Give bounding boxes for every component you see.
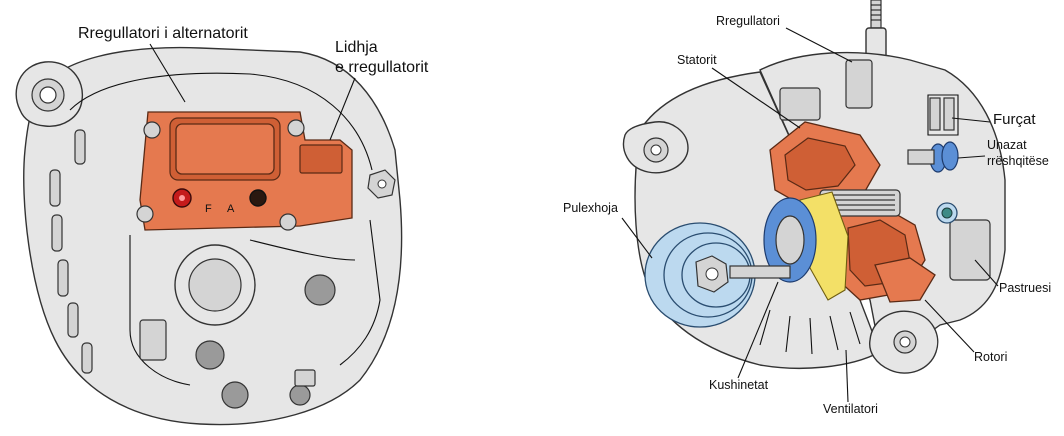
- right-diagram-labels: Rregullatori Statorit Furçat Unazat rrës…: [563, 14, 1051, 416]
- label-fan: Ventilatori: [823, 402, 878, 416]
- label-stator: Statorit: [677, 53, 717, 67]
- label-connector-line1: Lidhja: [335, 39, 378, 56]
- leader-slip-rings: [957, 155, 986, 159]
- leader-connector: [329, 77, 356, 141]
- label-brushes: Furçat: [993, 111, 1036, 128]
- terminal-a-label: A: [227, 203, 235, 215]
- label-regulator-right: Rregullatori: [716, 14, 780, 28]
- rectifier: [936, 202, 991, 281]
- leader-regulator-left: [149, 43, 186, 103]
- label-regulator-left: Rregullatori i alternatorit: [78, 25, 248, 42]
- leader-regulator-right: [785, 27, 853, 63]
- leader-rectifier: [974, 259, 999, 287]
- label-rotor: Rotori: [974, 350, 1007, 364]
- pulley: [644, 222, 756, 328]
- rotor: [819, 189, 936, 303]
- front-bearing: [763, 197, 817, 283]
- terminal-a-dark: [249, 189, 267, 207]
- leader-pulley: [621, 217, 653, 259]
- stator: [769, 87, 881, 211]
- label-rectifier: Pastruesi: [999, 281, 1051, 295]
- terminal-f-label: F: [205, 203, 212, 215]
- leader-brushes: [951, 117, 991, 123]
- slip-rings: [907, 141, 959, 173]
- label-connector-line2: e rregullatorit: [335, 59, 429, 76]
- voltage-regulator-left: F A: [136, 111, 353, 231]
- leader-rotor: [924, 299, 975, 353]
- vent-slots: [49, 129, 93, 374]
- screw-top-left: [143, 121, 161, 139]
- leader-stator: [711, 67, 801, 129]
- screw-top-right: [287, 119, 305, 137]
- voltage-regulator-right: [845, 59, 873, 109]
- leader-bearings: [737, 281, 779, 379]
- label-slip-rings-2: rrëshqitëse: [987, 154, 1049, 168]
- leader-fan: [845, 349, 849, 403]
- right-alternator-diagram: [622, 0, 1006, 374]
- screw-bottom-right: [279, 213, 297, 231]
- label-slip-rings-1: Unazat: [987, 138, 1027, 152]
- label-pulley: Pulexhoja: [563, 201, 618, 215]
- brushes: [927, 94, 959, 136]
- screw-bottom-left: [136, 205, 154, 223]
- alternator-housing-rear: [15, 46, 403, 426]
- label-bearings: Kushinetat: [709, 378, 769, 392]
- left-alternator-diagram: F A Rregullatori i alternatorit Lidhja e…: [15, 25, 429, 426]
- rotor-shaft: [729, 265, 791, 279]
